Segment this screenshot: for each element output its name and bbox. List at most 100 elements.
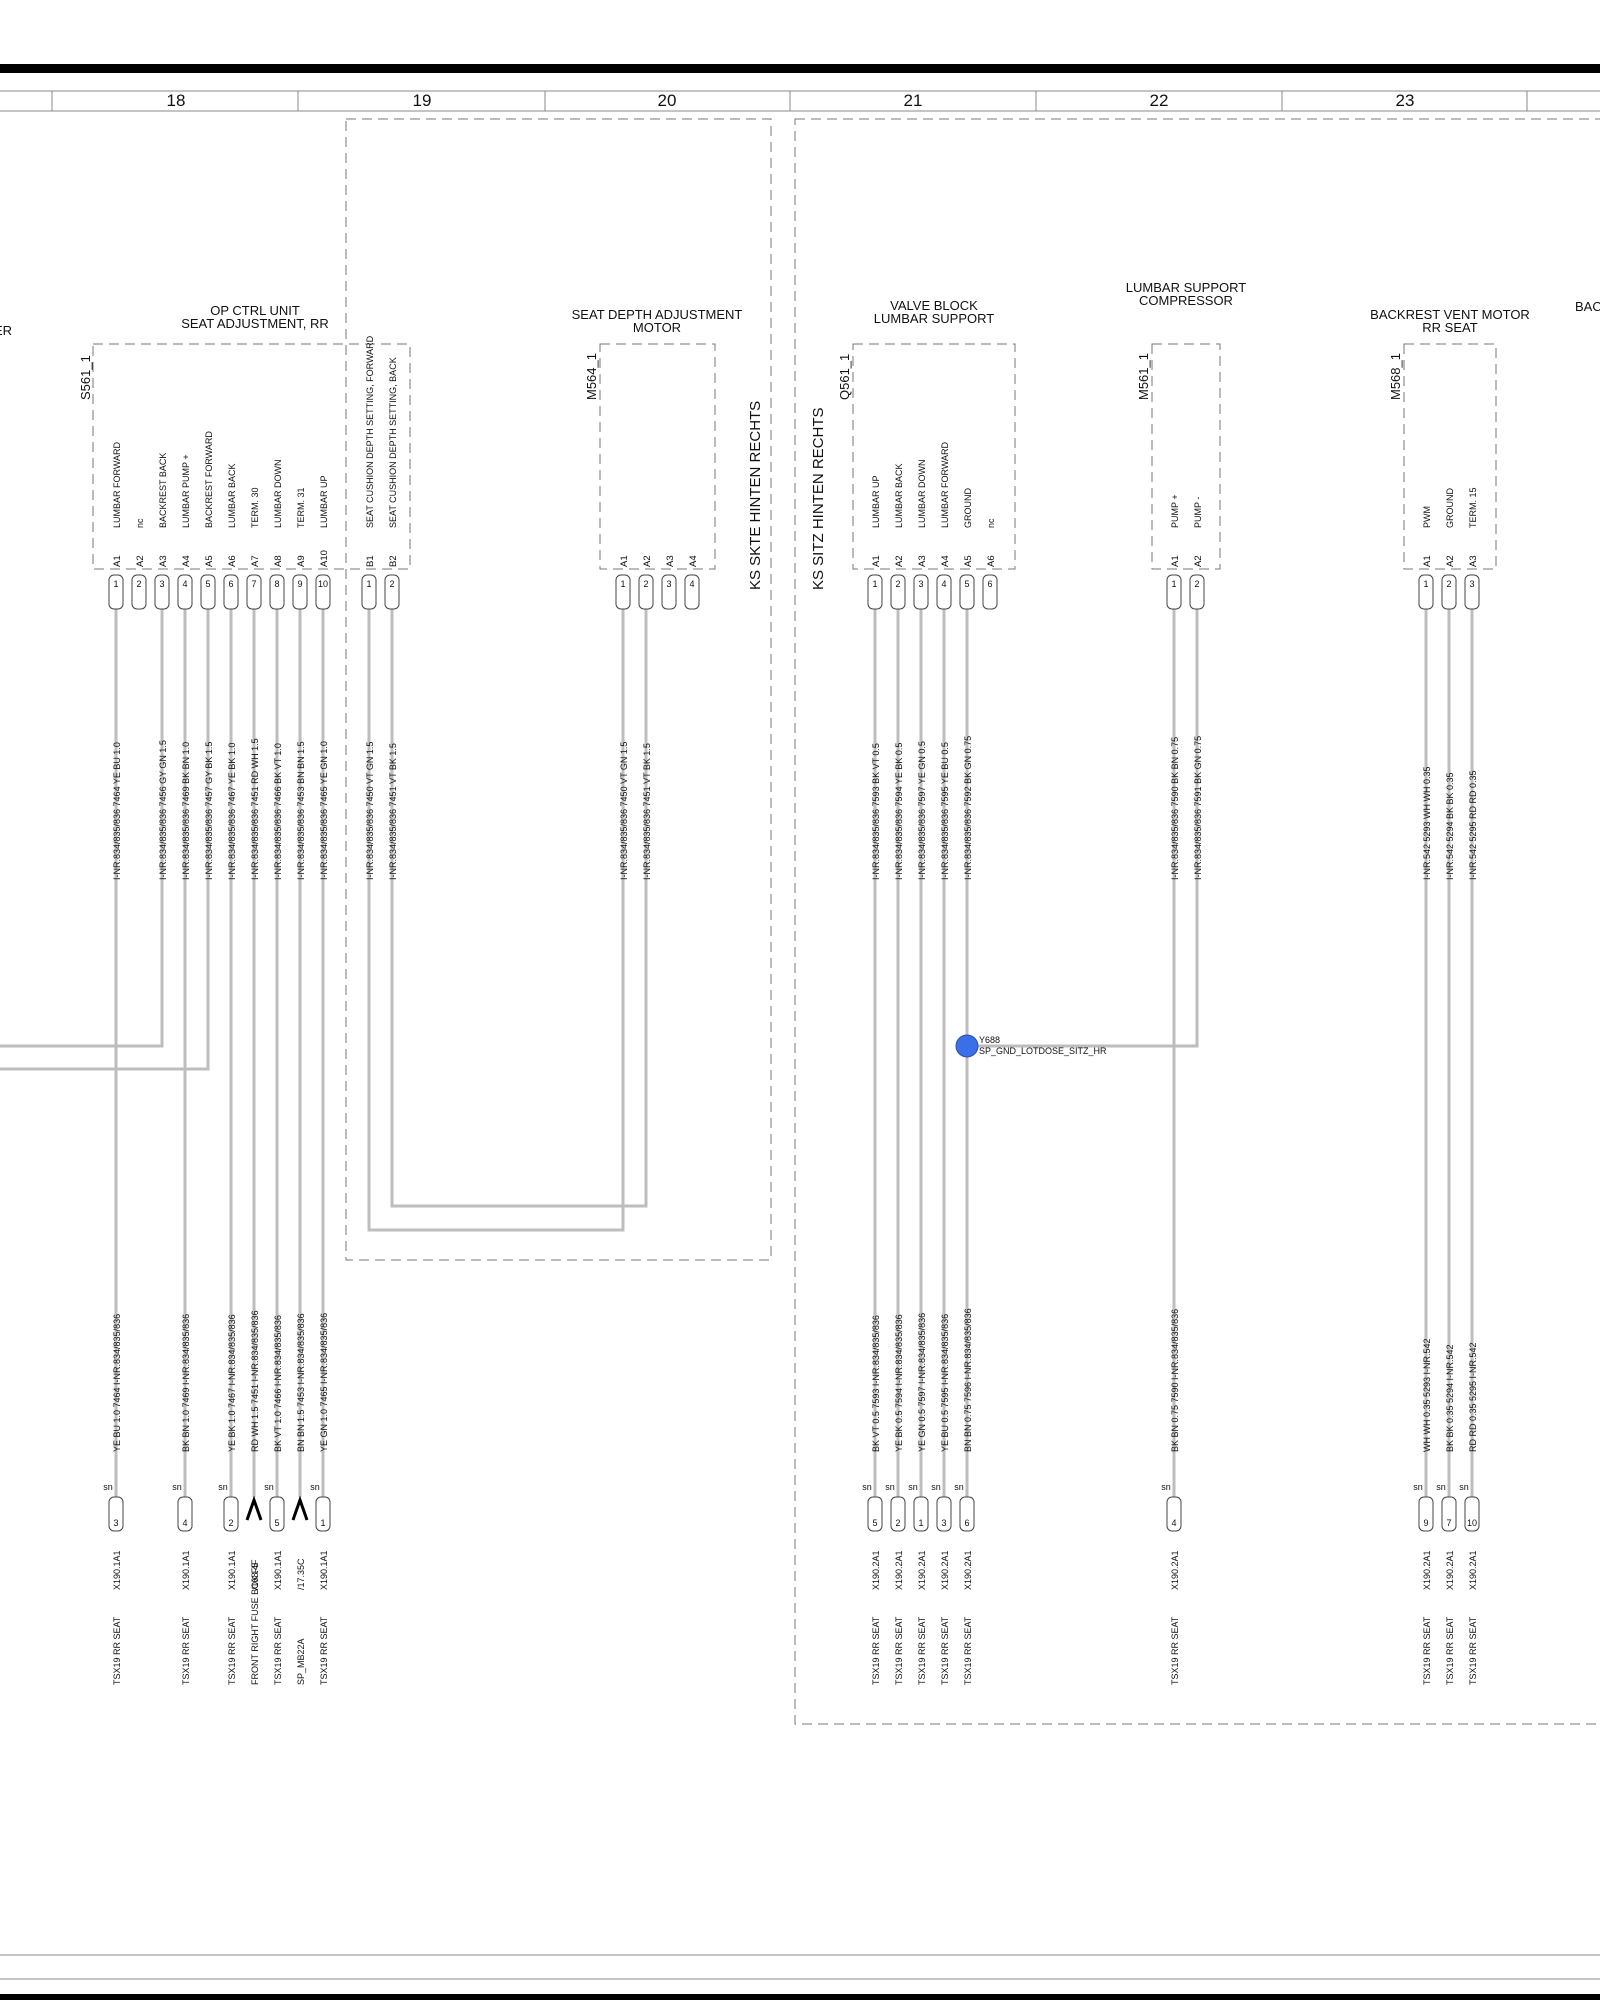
pin-terminal[interactable] — [1189, 574, 1205, 610]
component-title: RR SEAT — [1422, 320, 1477, 335]
pin-function: LUMBAR FORWARD — [940, 441, 950, 528]
connector-id: X190.1A1 — [319, 1550, 329, 1590]
connector-sn: sn — [908, 1482, 918, 1492]
connector-terminal[interactable] — [177, 1496, 193, 1532]
pin-terminal[interactable] — [361, 574, 377, 610]
connector-terminal[interactable] — [269, 1496, 285, 1532]
wire-layer — [0, 609, 1474, 1497]
pin-name: A1 — [1170, 555, 1181, 567]
connector-terminal[interactable] — [223, 1496, 239, 1532]
pin-terminal[interactable] — [684, 574, 700, 610]
pin-number: 3 — [159, 579, 164, 589]
pin-terminal[interactable] — [315, 574, 331, 610]
wire-label-bottom: BK BK 0.35 5294 I-NR.542 — [1445, 1344, 1455, 1452]
wire-label-top: I-NR.834/835/836 7466 BK VT 1.0 — [273, 743, 283, 880]
partial-title-left: ER — [0, 323, 12, 338]
pin-function: LUMBAR FORWARD — [112, 441, 122, 528]
pin-function: LUMBAR DOWN — [273, 459, 283, 528]
wire-label-bottom: WH WH 0.35 5293 I-NR.542 — [1422, 1338, 1432, 1452]
pin-terminal[interactable] — [1166, 574, 1182, 610]
pin-name: A6 — [227, 555, 238, 567]
splice-point[interactable] — [955, 1034, 979, 1058]
splice-id: Y688 — [979, 1035, 1000, 1045]
connector-terminal[interactable] — [959, 1496, 975, 1532]
pin-terminal[interactable] — [615, 574, 631, 610]
pin-terminal[interactable] — [867, 574, 883, 610]
pin-number: 9 — [297, 579, 302, 589]
connector-destination: SP_MB22A — [296, 1638, 306, 1685]
grid-column-number: 23 — [1396, 91, 1415, 110]
pin-name: A5 — [204, 555, 215, 567]
pin-terminal[interactable] — [982, 574, 998, 610]
pin-function: LUMBAR BACK — [227, 463, 237, 528]
pin-terminal[interactable] — [1441, 574, 1457, 610]
pin-function: LUMBAR UP — [319, 475, 329, 528]
pin-terminal[interactable] — [959, 574, 975, 610]
pin-function: TERM. 15 — [1468, 487, 1478, 528]
grid-column-number: 18 — [167, 91, 186, 110]
pin-name: A4 — [688, 555, 699, 567]
connector-terminal[interactable] — [913, 1496, 929, 1532]
pin-terminal[interactable] — [246, 574, 262, 610]
pin-terminal[interactable] — [108, 574, 124, 610]
connector-terminal[interactable] — [108, 1496, 124, 1532]
pin-terminal[interactable] — [131, 574, 147, 610]
pin-number: 2 — [136, 579, 141, 589]
pin-function: LUMBAR DOWN — [917, 459, 927, 528]
connector-pin: 4 — [1171, 1518, 1176, 1528]
connector-id: X190.2A1 — [963, 1550, 973, 1590]
pin-terminal[interactable] — [1464, 574, 1480, 610]
pin-name: A1 — [871, 555, 882, 567]
connector-terminal[interactable] — [867, 1496, 883, 1532]
wire-route-depth-back — [390, 609, 648, 1208]
wire-label-top: I-NR.834/835/836 7451 VT BK 1.5 — [642, 743, 652, 880]
bottom-border-bar — [0, 1994, 1600, 2000]
connector-terminal[interactable] — [1441, 1496, 1457, 1532]
connector-terminal[interactable] — [1166, 1496, 1182, 1532]
connector-terminal[interactable] — [1418, 1496, 1434, 1532]
pin-terminal[interactable] — [200, 574, 216, 610]
pin-name: A2 — [642, 555, 653, 567]
pin-terminal[interactable] — [154, 574, 170, 610]
connector-id: X190.1A1 — [273, 1550, 283, 1590]
connector-terminal[interactable] — [315, 1496, 331, 1532]
connector-terminal[interactable] — [1464, 1496, 1480, 1532]
wire-label-top: I-NR.834/835/836 7451 RD WH 1.5 — [250, 738, 260, 880]
pin-terminal[interactable] — [936, 574, 952, 610]
pin-terminal[interactable] — [661, 574, 677, 610]
pin-function: GROUND — [1445, 488, 1455, 528]
wire-label-top: I-NR.834/835/836 7451 VT BK 1.5 — [388, 743, 398, 880]
pin-function: TERM. 30 — [250, 487, 260, 528]
wire-label-top: I-NR.834/835/836 7595 YE BU 0.5 — [940, 742, 950, 880]
wire-label-top: I-NR.834/835/836 7456 GY GN 1.5 — [158, 740, 168, 880]
region-ks-sitz-hinten-rechts — [794, 118, 1600, 1725]
partial-title-right: BAC — [1575, 299, 1600, 314]
pin-terminal[interactable] — [913, 574, 929, 610]
pin-terminal[interactable] — [269, 574, 285, 610]
pin-terminal[interactable] — [890, 574, 906, 610]
connector-id: /17.35C — [296, 1558, 306, 1590]
wire-label-bottom: YE BU 1.0 7464 I-NR.834/835/836 — [112, 1314, 122, 1452]
component-layer — [92, 343, 1497, 1532]
connector-terminal[interactable] — [890, 1496, 906, 1532]
wire-label-top: I-NR.834/835/836 7450 VT GN 1.5 — [365, 742, 375, 880]
component-id: Q561_1 — [837, 354, 852, 400]
wire-label-top: I-NR.834/835/836 7457 GY BK 1.5 — [204, 742, 214, 880]
pin-terminal[interactable] — [638, 574, 654, 610]
pin-number: 7 — [251, 579, 256, 589]
pin-terminal[interactable] — [1418, 574, 1434, 610]
connector-destination: TSX19 RR SEAT — [1468, 1616, 1478, 1685]
connector-terminal[interactable] — [936, 1496, 952, 1532]
pin-terminal[interactable] — [177, 574, 193, 610]
pin-terminal[interactable] — [292, 574, 308, 610]
pin-number: 10 — [318, 579, 328, 589]
grid-column-number: 19 — [413, 91, 432, 110]
connector-pin: 5 — [274, 1518, 279, 1528]
pin-terminal[interactable] — [223, 574, 239, 610]
component-title: COMPRESSOR — [1139, 293, 1233, 308]
wire-label-top: I-NR.834/835/836 7593 BK VT 0.5 — [871, 743, 881, 880]
wire-route-depth-forward — [367, 609, 625, 1232]
pin-terminal[interactable] — [384, 574, 400, 610]
pin-number: 2 — [643, 579, 648, 589]
